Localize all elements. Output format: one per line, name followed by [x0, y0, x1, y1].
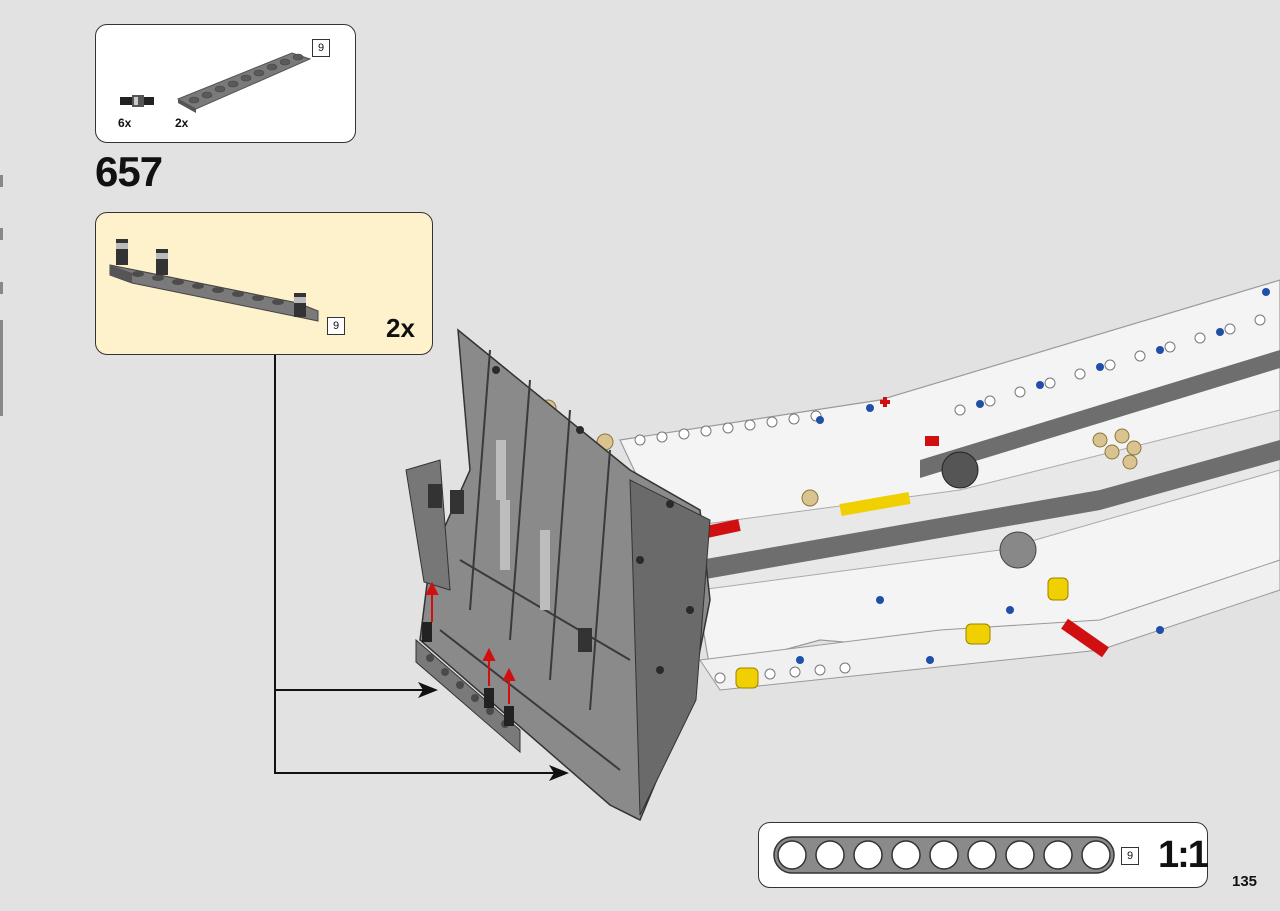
subassembly-multiplier: 2x: [386, 313, 415, 343]
pin-connector-icon: [120, 95, 154, 107]
page-edge-mark: [0, 175, 3, 187]
parts-callout: 6x 2x 9: [95, 24, 356, 143]
step-number: 657: [95, 148, 163, 195]
callout-line: [274, 772, 556, 774]
callout-line: [274, 355, 276, 774]
beam-length-tag: 9: [1121, 847, 1139, 865]
beam-length-tag: 9: [327, 317, 345, 335]
beam-9-icon: [176, 52, 312, 113]
page-edge-mark: [0, 228, 3, 240]
callout-line: [274, 689, 424, 691]
beam-with-pins-icon: [109, 239, 319, 322]
page-edge-mark: [0, 282, 3, 294]
arrow-head-icon: [418, 682, 438, 698]
subassembly-callout: 9 2x: [95, 212, 433, 355]
page-number: 135: [1232, 873, 1258, 890]
beam-9-scale-icon: [773, 836, 1115, 874]
arrow-head-icon: [549, 765, 569, 781]
beam-length-tag: 9: [312, 39, 330, 57]
page-edge-mark: [0, 320, 3, 416]
part-qty: 6x: [118, 116, 132, 130]
crane-model-illustration: [405, 279, 1280, 822]
scale-label: 1:1: [1158, 834, 1209, 876]
scale-callout: 9: [758, 822, 1208, 888]
part-qty: 2x: [175, 116, 189, 130]
